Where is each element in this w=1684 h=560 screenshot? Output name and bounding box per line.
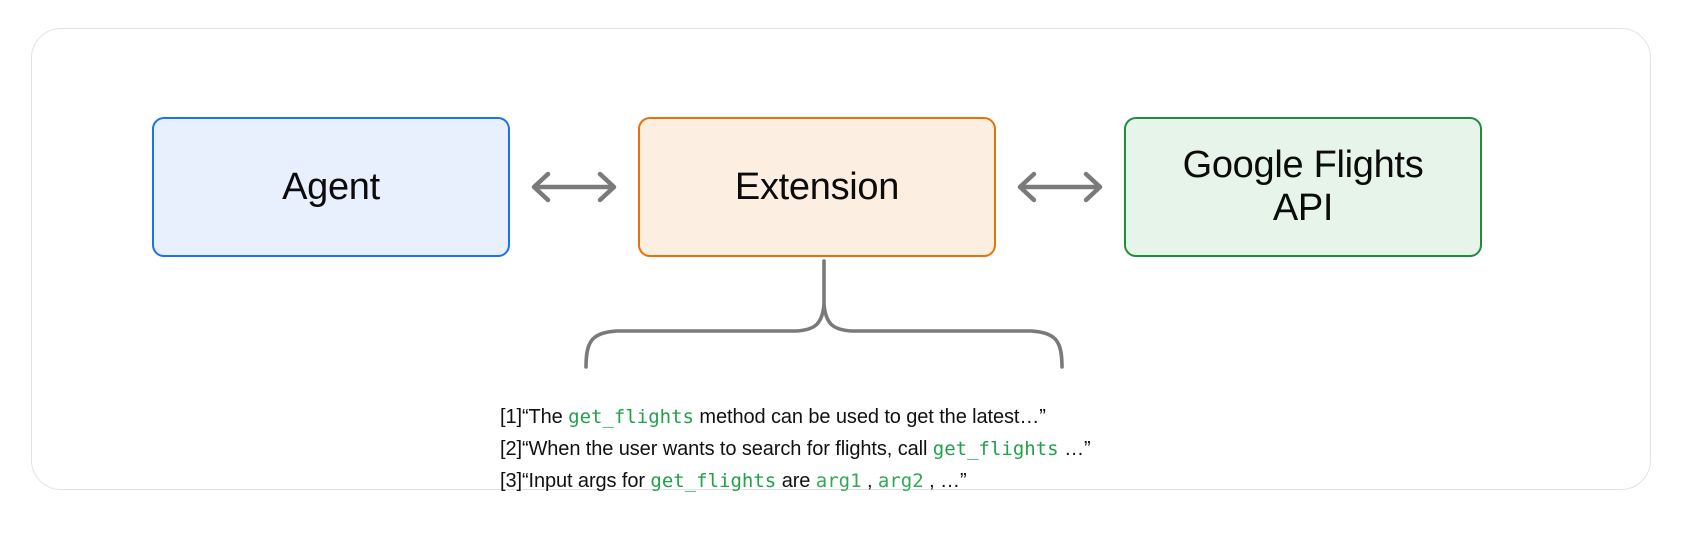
- caption-2-code-get-flights: get_flights: [932, 438, 1059, 460]
- diagram-card: Agent Extension Google Flights API: [31, 28, 1651, 492]
- caption-line-2: [2]“When the user wants to search for fl…: [500, 433, 1500, 465]
- caption-line-3: [3]“Input args for get_flights are arg1 …: [500, 465, 1500, 497]
- double-arrow-icon: [531, 171, 617, 203]
- caption-list: [1]“The get_flights method can be used t…: [500, 401, 1500, 497]
- caption-3-code-arg1: arg1: [815, 470, 862, 492]
- caption-3-code-get-flights: get_flights: [650, 470, 777, 492]
- double-arrow-icon: [1017, 171, 1103, 203]
- node-google-flights-api-label: Google Flights API: [1182, 144, 1424, 229]
- curly-brace: [572, 257, 1077, 369]
- caption-index-3: [3]: [500, 470, 522, 492]
- caption-1-part-2: method can be used to get the latest…”: [693, 406, 1046, 428]
- node-extension-label: Extension: [734, 165, 900, 208]
- connector-agent-extension: [510, 157, 638, 217]
- node-agent-label: Agent: [282, 165, 380, 208]
- caption-3-part-0: “Input args for: [521, 470, 651, 492]
- caption-1-code-get-flights: get_flights: [568, 406, 694, 428]
- node-google-flights-api[interactable]: Google Flights API: [1124, 117, 1482, 257]
- caption-3-part-2: are: [776, 470, 816, 492]
- node-extension[interactable]: Extension: [638, 117, 996, 257]
- curly-brace-icon: [584, 259, 1064, 369]
- connector-extension-api: [996, 157, 1124, 217]
- caption-index-1: [1]: [500, 406, 522, 428]
- caption-3-part-4: ,: [861, 470, 878, 492]
- caption-2-part-0: “When the user wants to search for fligh…: [521, 438, 933, 460]
- caption-1-part-0: “The: [521, 406, 569, 428]
- caption-line-1: [1]“The get_flights method can be used t…: [500, 401, 1500, 433]
- caption-index-2: [2]: [500, 438, 522, 460]
- caption-2-part-2: …”: [1058, 438, 1091, 460]
- caption-3-part-6: , …”: [923, 470, 967, 492]
- node-agent[interactable]: Agent: [152, 117, 510, 257]
- caption-3-code-arg2: arg2: [877, 470, 924, 492]
